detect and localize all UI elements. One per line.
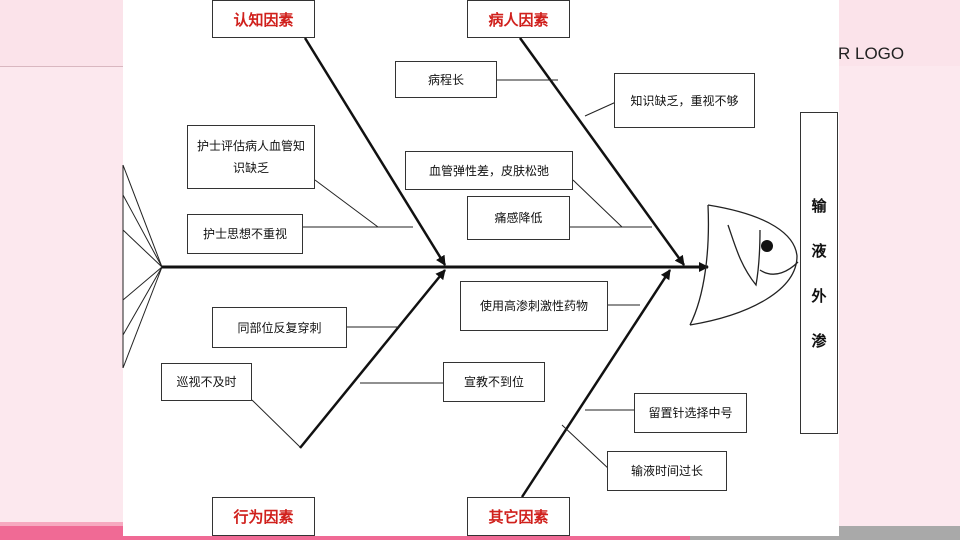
cause-infusion-long: 输液时间过长 [607, 451, 727, 491]
cause-needle-size: 留置针选择中号 [634, 393, 747, 433]
footer-accent-bar [0, 522, 130, 526]
cause-repeat-puncture: 同部位反复穿刺 [212, 307, 347, 348]
cause-pain-low: 痛感降低 [467, 196, 570, 240]
effect-char-4: 渗 [811, 332, 827, 350]
effect-char-1: 输 [811, 197, 827, 215]
category-patient: 病人因素 [467, 0, 570, 38]
fish-head [689, 204, 799, 326]
bone-behavior [299, 269, 446, 449]
logo-text: R LOGO [838, 44, 905, 63]
effect-char-2: 液 [811, 242, 827, 260]
fish-tail [122, 164, 163, 369]
cause-education: 宣教不到位 [443, 362, 545, 402]
effect-box: 输 液 外 渗 [800, 112, 838, 434]
cause-irritant-drug: 使用高渗刺激性药物 [460, 281, 608, 331]
cause-vessel-skin: 血管弹性差，皮肤松弛 [405, 151, 573, 190]
category-other: 其它因素 [467, 497, 570, 536]
header-divider [0, 66, 130, 67]
cause-nurse-assess: 护士评估病人血管知识缺乏 [187, 125, 315, 189]
cause-course-long: 病程长 [395, 61, 497, 98]
bone-patient [518, 37, 686, 266]
category-behavior: 行为因素 [212, 497, 315, 536]
sub-bones [251, 79, 652, 471]
cause-patrol-late: 巡视不及时 [161, 363, 252, 401]
bone-other [520, 269, 672, 498]
effect-char-3: 外 [811, 287, 827, 305]
category-cognitive: 认知因素 [212, 0, 315, 38]
fish-eye [761, 240, 773, 252]
cause-nurse-attitude: 护士思想不重视 [187, 214, 303, 254]
bone-cognitive [303, 37, 447, 266]
cause-lack-knowledge: 知识缺乏，重视不够 [614, 73, 755, 128]
